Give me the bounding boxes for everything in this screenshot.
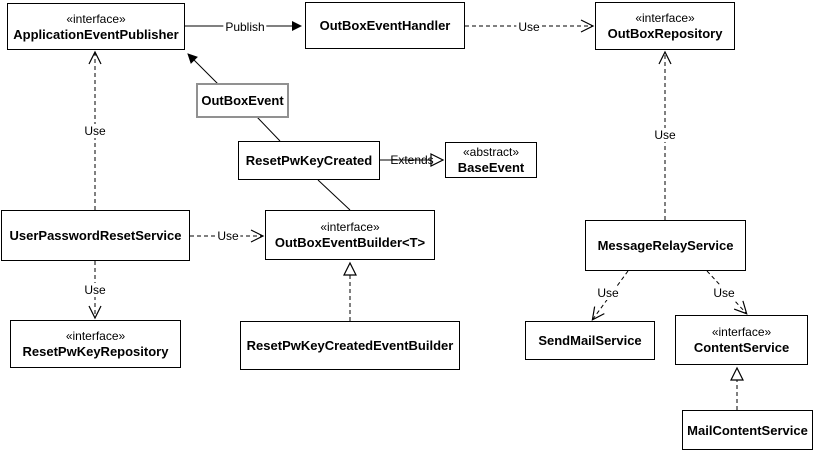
class-content-service: «interface» ContentService [675,315,808,365]
class-outbox-event: OutBoxEvent [196,83,289,118]
edge-outboxevent-to-publisher [187,53,219,85]
class-reset-pw-key-repository: «interface» ResetPwKeyRepository [10,320,181,368]
class-name: MessageRelayService [597,238,734,253]
stereotype-label: «interface» [711,325,772,339]
class-name: SendMailService [538,333,642,348]
class-outbox-event-builder: «interface» OutBoxEventBuilder<T> [265,210,435,260]
edge-label-service-uses-publisher: Use [82,124,108,138]
class-name: ResetPwKeyCreatedEventBuilder [246,338,454,353]
edge-label-extends: Extends [390,153,434,167]
stereotype-label: «interface» [65,329,126,343]
class-base-event: «abstract» BaseEvent [445,142,537,178]
edge-label-service-uses-key-repository: Use [82,283,108,297]
class-mail-content-service: MailContentService [682,410,813,450]
edge-label-relay-uses-content: Use [711,286,737,300]
class-name: UserPasswordResetService [9,228,182,243]
class-name: ApplicationEventPublisher [13,26,179,42]
class-outbox-repository: «interface» OutBoxRepository [595,2,735,50]
class-name: MailContentService [687,422,808,438]
class-user-password-reset-service: UserPasswordResetService [1,210,190,261]
class-name: OutBoxEventHandler [319,18,451,33]
edge-label-relay-uses-sendmail: Use [595,286,621,300]
class-reset-pw-key-created: ResetPwKeyCreated [238,141,380,180]
stereotype-label: «abstract» [462,145,520,159]
class-message-relay-service: MessageRelayService [585,220,746,271]
class-name: ContentService [693,340,790,355]
stereotype-label: «interface» [66,11,126,26]
class-name: OutBoxRepository [607,26,723,41]
class-outbox-event-handler: OutBoxEventHandler [305,2,465,49]
class-name: ResetPwKeyCreated [245,153,373,168]
edge-resetpwkeycreated-builder [317,179,351,211]
class-reset-pw-key-created-event-builder: ResetPwKeyCreatedEventBuilder [240,321,460,370]
edge-label-relay-uses-repository: Use [652,128,678,142]
class-name: ResetPwKeyRepository [22,344,169,359]
class-name: OutBoxEventBuilder<T> [274,235,426,250]
edge-label-service-uses-builder: Use [215,229,241,243]
class-send-mail-service: SendMailService [525,321,655,360]
class-name: OutBoxEvent [201,93,284,108]
edge-outboxevent-resetpwkeycreated [256,116,281,142]
class-name: BaseEvent [457,160,525,175]
stereotype-label: «interface» [320,220,380,234]
edge-label-handler-uses-repository: Use [516,20,542,34]
stereotype-label: «interface» [635,11,695,25]
class-application-event-publisher: «interface» ApplicationEventPublisher [7,3,185,50]
edge-label-publish: Publish [223,20,267,34]
